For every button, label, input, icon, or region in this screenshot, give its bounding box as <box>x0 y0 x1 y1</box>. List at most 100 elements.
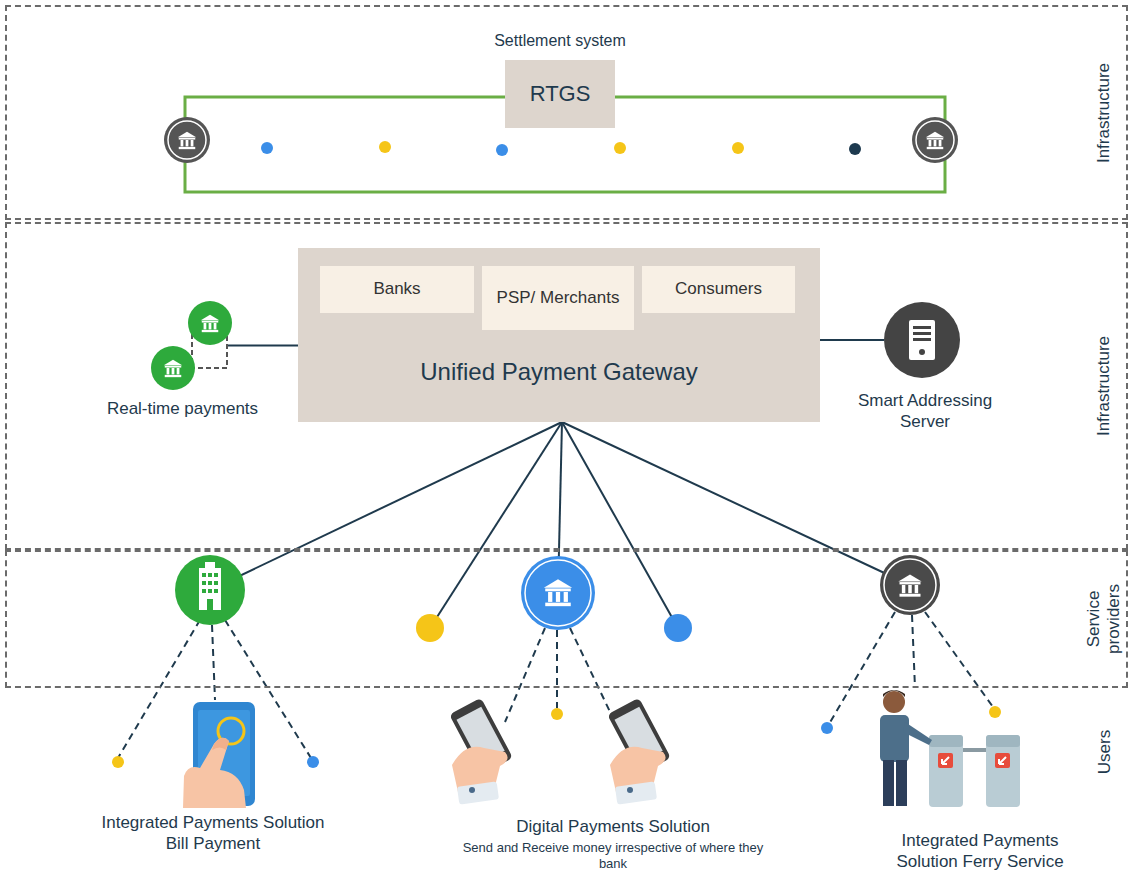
system-name: RTGS <box>530 81 591 107</box>
party-box: Consumers <box>642 266 795 313</box>
server-icon <box>882 300 962 380</box>
node-label: Real-time payments <box>77 398 288 419</box>
node-label: Smart Addressing Server <box>847 390 1003 433</box>
bank-icon <box>151 346 195 390</box>
dot <box>732 142 744 154</box>
side-strip: Infrastructure <box>1082 224 1126 548</box>
wire <box>570 628 612 716</box>
bank-ring <box>525 560 591 626</box>
solution-caption: Integrated Payments Solution Bill Paymen… <box>93 812 333 855</box>
provider-dot <box>416 614 444 642</box>
server-slot <box>913 332 931 335</box>
dot <box>551 708 563 720</box>
solution-caption: Send and Receive money irrespective of w… <box>451 840 776 873</box>
person-leg <box>896 760 907 806</box>
dot <box>989 706 1001 718</box>
wire <box>118 620 200 758</box>
band-label: Infrastructure <box>1094 336 1114 436</box>
node-caption: Smart Addressing Server <box>847 390 1003 433</box>
region-label: Users <box>1094 730 1115 774</box>
node-caption: Real-time payments <box>77 398 288 419</box>
wire <box>556 630 558 708</box>
region-band: Infrastructure Unified Payment GatewayBan… <box>5 222 1128 550</box>
region-band: Service providers <box>5 550 1128 688</box>
system-heading: Settlement system <box>494 32 626 50</box>
cuff-button <box>469 787 475 793</box>
bank-icon <box>188 301 232 345</box>
side-strip: Service providers <box>1082 552 1126 686</box>
person-head <box>883 691 905 713</box>
hand <box>183 738 246 808</box>
turnstile-bar <box>963 748 986 752</box>
bank-icon <box>880 555 940 615</box>
side-strip: Infrastructure <box>1082 7 1126 218</box>
turnstile-top <box>986 735 1020 747</box>
party-box: PSP/ Merchants <box>482 266 634 330</box>
bank-symbol <box>898 575 921 597</box>
turnstile <box>986 735 1020 807</box>
provider-dot <box>664 614 692 642</box>
upg-node: Unified Payment GatewayBanksPSP/ Merchan… <box>298 248 820 422</box>
party-label: Consumers <box>675 279 762 299</box>
gate-sign <box>938 753 953 768</box>
connector <box>227 345 298 346</box>
solution-caption: Integrated Payments Solution Ferry Servi… <box>883 830 1078 873</box>
cuff-button <box>627 787 633 793</box>
bank-symbol <box>201 315 219 332</box>
rtgs-node: Settlement systemRTGS <box>505 60 615 128</box>
building-windows <box>202 573 218 610</box>
dot <box>821 722 833 734</box>
server-light <box>919 349 925 355</box>
dot <box>614 142 626 154</box>
dot <box>496 144 508 156</box>
connector-line <box>820 339 884 341</box>
bank-symbol <box>164 360 182 377</box>
server-body <box>909 320 935 360</box>
bank-icon <box>164 117 210 163</box>
wire <box>912 615 915 688</box>
tablet-illustration <box>183 702 255 808</box>
building-icon <box>175 555 245 625</box>
party-label: PSP/ Merchants <box>497 288 620 308</box>
region-band: InfrastructureSettlement systemRTGS <box>5 5 1128 220</box>
bank-ring <box>168 121 206 159</box>
node-icon <box>847 300 1003 392</box>
dot <box>261 142 273 154</box>
bank-symbol <box>544 579 572 606</box>
server-circle <box>884 302 960 378</box>
bank-symbol <box>178 132 196 149</box>
bank-ring <box>916 121 954 159</box>
dot <box>849 143 861 155</box>
node-icon <box>77 300 288 392</box>
bank-icon <box>912 117 958 163</box>
bank-symbol <box>926 132 944 149</box>
person-body <box>880 715 909 762</box>
provider-icons <box>175 555 940 642</box>
server-node: Smart Addressing Server <box>847 300 1003 450</box>
rtp-icon <box>147 300 257 395</box>
gateway-wires <box>210 422 910 628</box>
gate-arrow <box>942 757 949 764</box>
connector <box>820 340 884 341</box>
gateway-name: Unified Payment Gateway <box>298 358 820 386</box>
wire <box>925 612 993 707</box>
connector-line <box>227 345 298 347</box>
sleeve <box>457 781 499 804</box>
rtp-node: Real-time payments <box>77 300 288 425</box>
person-leg <box>883 760 894 806</box>
band-label: Service providers <box>1084 564 1123 674</box>
finger <box>212 738 229 750</box>
wire <box>562 422 910 585</box>
server-slot <box>913 338 931 341</box>
wire <box>505 628 545 722</box>
building-symbol <box>199 568 221 610</box>
building-top <box>205 562 215 569</box>
turnstile-top <box>929 735 963 747</box>
band-label: Infrastructure <box>1094 62 1114 162</box>
dot <box>307 756 319 768</box>
dot <box>112 756 124 768</box>
sleeve <box>615 781 657 804</box>
